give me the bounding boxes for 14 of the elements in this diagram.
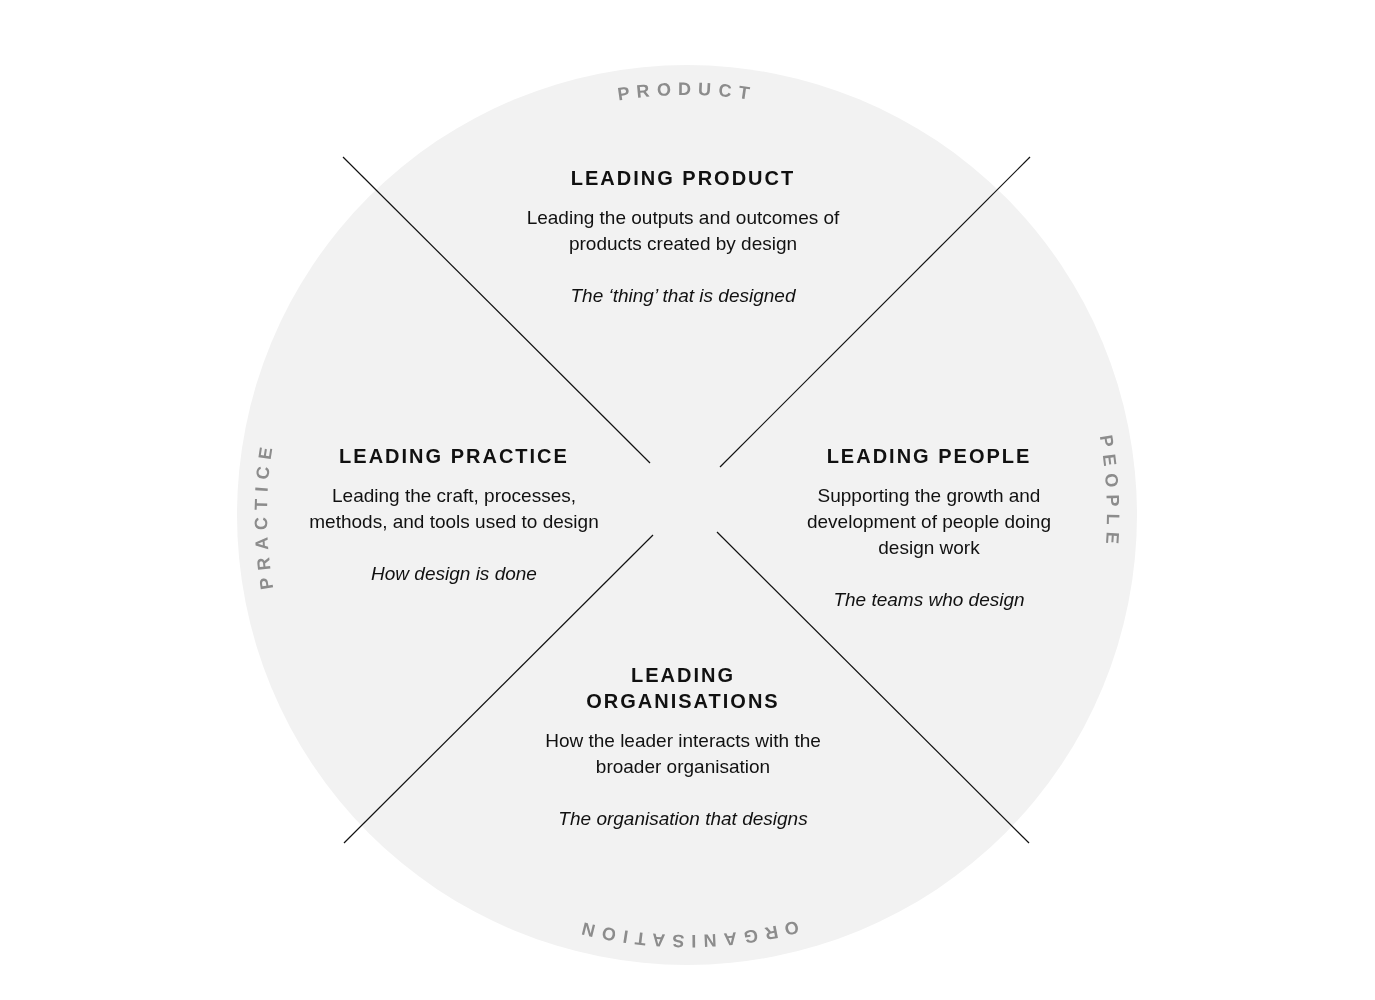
quadrant-description: How the leader interacts with the broader organisation: [544, 729, 822, 779]
quadrant-tagline: The ‘thing’ that is designed: [569, 284, 797, 308]
quadrant-tagline: The organisation that designs: [557, 807, 809, 831]
quadrant-heading: LEADING PRACTICE: [338, 444, 570, 469]
quadrant-tagline: The teams who design: [832, 588, 1026, 612]
rim-label: ORGANISATION: [573, 916, 801, 952]
quadrant-description: Supporting the growth and development of people doing design work: [806, 484, 1052, 560]
quadrant-description: Leading the outputs and outcomes of products created by design: [525, 206, 841, 256]
quadrant-heading: LEADING ORGANISATIONS: [585, 663, 781, 714]
quadrant-description: Leading the craft, processes, methods, and tools used to design: [308, 484, 600, 534]
quadrant-heading: LEADING PEOPLE: [825, 444, 1033, 469]
quadrant-heading: LEADING PRODUCT: [569, 166, 797, 191]
quadrant-tagline: How design is done: [370, 562, 538, 586]
rim-label: PRODUCT: [616, 79, 758, 105]
